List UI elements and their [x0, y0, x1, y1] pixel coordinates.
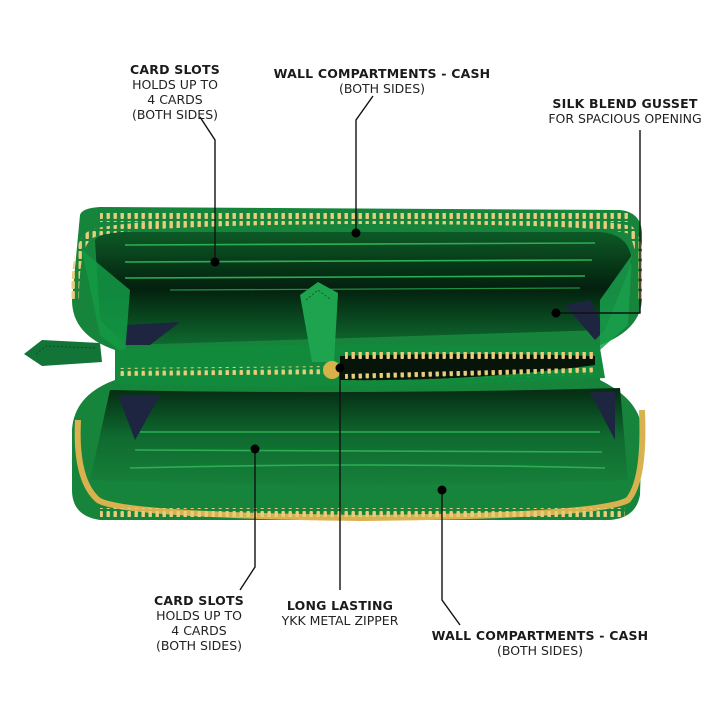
zipper-pull-tab — [300, 282, 338, 362]
callout-wall-compartments-top: WALL COMPARTMENTS - CASH (BOTH SIDES) — [262, 66, 502, 96]
callout-lines — [199, 95, 641, 626]
callout-card-slots-top: CARD SLOTS HOLDS UP TO 4 CARDS (BOTH SID… — [100, 62, 250, 122]
callout-ykk-zipper: LONG LASTING YKK METAL ZIPPER — [270, 598, 410, 628]
callout-line: (BOTH SIDES) — [131, 107, 219, 122]
callout-title: SILK BLEND GUSSET — [552, 96, 698, 111]
callout-line: 4 CARDS — [171, 623, 227, 638]
callout-title: CARD SLOTS — [130, 62, 220, 77]
callout-title: WALL COMPARTMENTS - CASH — [431, 628, 649, 643]
callout-title: CARD SLOTS — [154, 593, 244, 608]
wallet-body — [24, 207, 646, 522]
callout-card-slots-bottom: CARD SLOTS HOLDS UP TO 4 CARDS (BOTH SID… — [124, 593, 274, 653]
side-zipper-pull-tab — [24, 340, 102, 366]
callout-title: LONG LASTING — [286, 598, 394, 613]
callout-line: YKK METAL ZIPPER — [281, 613, 399, 628]
callout-line: (BOTH SIDES) — [155, 638, 243, 653]
callout-dots — [210, 228, 561, 495]
callout-line: HOLDS UP TO — [132, 77, 218, 92]
callout-line: HOLDS UP TO — [156, 608, 242, 623]
callout-line: (BOTH SIDES) — [338, 81, 426, 96]
callout-silk-gusset: SILK BLEND GUSSET FOR SPACIOUS OPENING — [530, 96, 720, 126]
callout-line: 4 CARDS — [147, 92, 203, 107]
callout-title: WALL COMPARTMENTS - CASH — [273, 66, 491, 81]
callout-line: FOR SPACIOUS OPENING — [548, 111, 702, 126]
callout-line: (BOTH SIDES) — [496, 643, 584, 658]
callout-wall-compartments-bottom: WALL COMPARTMENTS - CASH (BOTH SIDES) — [420, 628, 660, 658]
